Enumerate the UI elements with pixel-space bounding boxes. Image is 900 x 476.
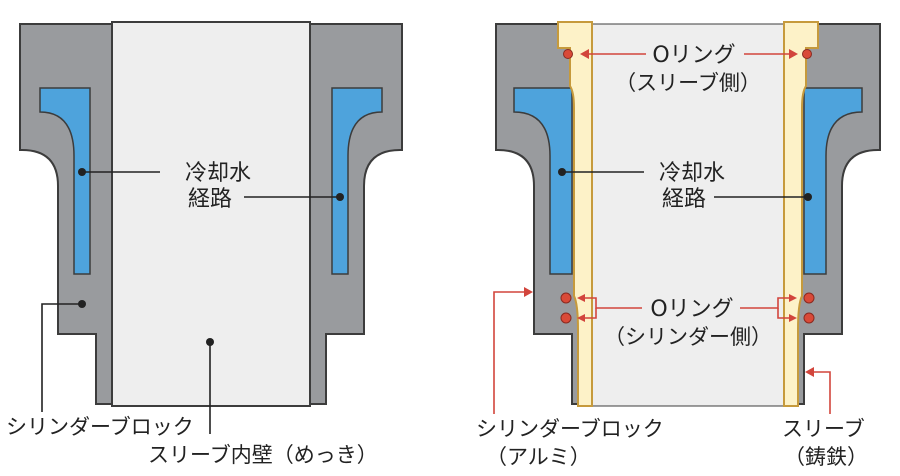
oring-bottom-callout <box>577 294 797 322</box>
block-alu-arrowhead <box>524 287 533 297</box>
oring-bottom-bracket-left <box>580 297 642 309</box>
oring-bottom-bracket-right <box>740 297 794 309</box>
left-coolant-label-line1: 冷却水 <box>185 161 251 186</box>
oring-cyl-left-1 <box>560 292 572 304</box>
block-alu-leader <box>493 291 530 414</box>
oring-cyl-left-2 <box>560 312 572 324</box>
right-figure: Oリング （スリーブ側） 冷却水 経路 Oリング （シリンダー側） シリンダーブ… <box>476 21 881 469</box>
left-coolant-label-line2: 経路 <box>188 187 232 212</box>
oring-bottom-head-l1 <box>577 294 585 302</box>
sleeve-leader <box>808 371 831 414</box>
oring-cyl-right-1 <box>803 292 815 304</box>
left-wall-dot <box>206 338 214 346</box>
block-alu-label-line1: シリンダーブロック <box>476 417 664 441</box>
left-coolant-dot-right <box>336 193 344 201</box>
oring-top-label-line1: Oリング <box>652 43 735 68</box>
oring-top-callout <box>580 49 798 59</box>
right-coolant-dot-left <box>558 168 566 176</box>
left-coolant-passage-right <box>331 87 383 275</box>
sleeve-left <box>557 21 593 407</box>
sleeve-right <box>783 21 819 407</box>
sleeve-arrowhead <box>805 367 814 377</box>
left-coolant-dot-left <box>78 168 86 176</box>
right-coolant-passage-right <box>803 87 863 275</box>
oring-top-arrowhead-left <box>580 49 589 59</box>
oring-cyl-right-2 <box>803 312 815 324</box>
right-cylinder-bore <box>589 23 787 407</box>
oring-sleeve-left <box>563 49 573 59</box>
oring-bottom-bracket-left-2 <box>580 308 597 319</box>
oring-bottom-head-l2 <box>577 314 585 322</box>
oring-bottom-label-line1: Oリング <box>650 297 733 322</box>
right-coolant-label-line2: 経路 <box>662 187 706 212</box>
oring-sleeve-right <box>802 49 812 59</box>
sleeve-label-line2: （鋳鉄） <box>784 445 868 469</box>
right-coolant-dot-right <box>804 193 812 201</box>
block-alu-callout <box>493 287 533 414</box>
oring-top-arrowhead-right <box>789 49 798 59</box>
left-wall-label: スリーブ内壁（めっき） <box>148 443 378 467</box>
oring-bottom-bracket-right-2 <box>777 308 794 319</box>
right-coolant-leaders <box>558 168 812 201</box>
left-block-dot <box>78 300 86 308</box>
left-block-leader <box>41 303 82 412</box>
sleeve-callout <box>805 367 831 414</box>
oring-bottom-head-r1 <box>789 294 797 302</box>
left-coolant-passage-left <box>39 87 91 275</box>
oring-top-label-line2: （スリーブ側） <box>615 71 761 95</box>
left-figure: 冷却水 経路 シリンダーブロック スリーブ内壁（めっき） <box>6 21 403 467</box>
oring-bottom-label-line2: （シリンダー側） <box>604 325 772 349</box>
right-coolant-passage-left <box>513 87 573 275</box>
left-leaders <box>41 168 344 434</box>
block-alu-label-line2: （アルミ） <box>486 445 591 469</box>
sleeve-label-line1: スリーブ <box>782 417 865 441</box>
left-block-wall-right <box>309 23 403 405</box>
left-cylinder-bore <box>111 21 311 407</box>
o-rings <box>560 49 815 324</box>
oring-bottom-head-r2 <box>789 314 797 322</box>
right-coolant-label-line1: 冷却水 <box>659 161 725 186</box>
left-block-label: シリンダーブロック <box>6 415 194 439</box>
left-block-wall-left <box>19 23 113 405</box>
